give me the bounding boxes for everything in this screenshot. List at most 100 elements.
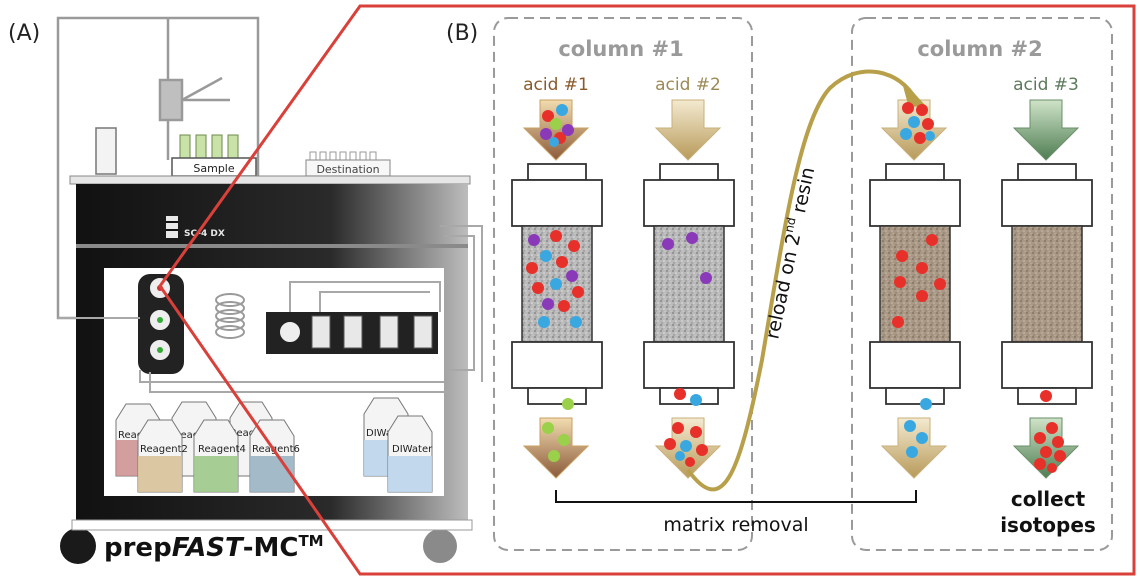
bead-blue — [556, 104, 568, 116]
reload-main: reload on 2 — [761, 231, 805, 341]
bead-red — [1054, 450, 1066, 462]
bead-red — [532, 282, 544, 294]
bead-red — [916, 104, 928, 116]
bead-red — [690, 426, 702, 438]
water-label: DIWater — [366, 428, 407, 439]
reagent-label: Reagent2 — [140, 444, 188, 455]
panel-a: (A) Sample Destination — [8, 16, 483, 564]
waste-tube — [95, 127, 117, 175]
acid-3-label: acid #3 — [1013, 75, 1079, 95]
water-label: DIWater — [392, 444, 433, 455]
inflow-arrow-col4 — [1012, 99, 1080, 161]
inflow-arrow-col3 — [880, 99, 948, 161]
bead-blue — [680, 440, 692, 452]
destination-label: Destination — [316, 163, 379, 176]
bead-blue — [906, 446, 918, 458]
bead-green — [548, 450, 560, 462]
base-bar — [71, 519, 473, 531]
bead-red — [568, 240, 580, 252]
bead-red — [556, 256, 568, 268]
bead-red — [1040, 390, 1052, 402]
bead-red — [916, 262, 928, 274]
acid-1-label: acid #1 — [523, 75, 589, 95]
bead-purple — [700, 272, 712, 284]
beads — [526, 102, 1066, 473]
bead-blue — [925, 131, 935, 141]
zoom-frame — [158, 4, 1136, 576]
bead-blue — [550, 278, 562, 290]
instrument-name-prefix: prep — [104, 533, 172, 563]
bead-purple — [662, 238, 674, 250]
bead-red — [685, 457, 695, 467]
bead-blue — [908, 116, 920, 128]
reagent-bottle-2: Reagent2 — [137, 419, 188, 493]
collect-label-line2: isotopes — [1000, 513, 1096, 537]
bead-blue — [675, 451, 685, 461]
bead-red — [696, 444, 708, 456]
instrument-name-tm: TM — [298, 532, 323, 550]
water-bottle-2: DIWater — [387, 415, 433, 493]
bead-red — [934, 278, 946, 290]
bead-red — [572, 286, 584, 298]
instrument-name-suffix: -MC — [243, 533, 299, 563]
reload-curve — [686, 69, 918, 492]
sample-label: Sample — [193, 162, 234, 175]
reload-arrowhead-icon — [902, 82, 925, 108]
column-2b — [1001, 163, 1093, 405]
valve-stack — [138, 274, 184, 374]
column-2-group — [851, 17, 1113, 551]
resin-bed — [1011, 225, 1083, 343]
bead-red — [1040, 446, 1052, 458]
bead-purple — [542, 298, 554, 310]
bead-red — [664, 438, 676, 450]
destination-rack: Destination — [305, 151, 391, 177]
bead-red — [542, 110, 554, 122]
bead-red — [902, 102, 914, 114]
reagent-bottle-4: Reagent4 — [193, 419, 246, 493]
bead-red — [892, 316, 904, 328]
reagent-label: Reagent4 — [198, 444, 246, 455]
column-1-title: column #1 — [558, 37, 683, 61]
column-1-group — [493, 17, 753, 551]
bead-red — [550, 230, 562, 242]
reagent-bottles: Reagent1 Reagent3 Reagent5 Reagent2 Reag… — [115, 397, 433, 493]
bead-blue — [904, 420, 916, 432]
bead-green — [550, 118, 562, 130]
bead-green — [562, 398, 574, 410]
bead-blue — [570, 316, 582, 328]
bead-blue — [920, 398, 932, 410]
reload-sup: nd — [782, 216, 799, 234]
bead-purple — [540, 128, 552, 140]
matrix-removal-label: matrix removal — [663, 514, 808, 536]
bead-red — [558, 300, 570, 312]
inflow-arrow-col2 — [654, 99, 722, 161]
bead-red — [916, 290, 928, 302]
bead-purple — [566, 270, 578, 282]
instrument-name: prepFAST-MCTM — [104, 532, 324, 563]
reload-end: resin — [787, 165, 819, 221]
collect-label-line1: collect — [1011, 487, 1086, 511]
panel-b: (B) column #1 column #2 acid #1 acid #2 … — [446, 17, 1113, 551]
reagent-bottle-6: Reagent6 — [249, 419, 300, 493]
column-1b — [643, 163, 735, 405]
outflow-arrow-col1 — [522, 417, 590, 479]
bead-blue — [690, 394, 702, 406]
reagent-label: Reagent6 — [252, 444, 300, 455]
column-2a — [869, 163, 961, 405]
bead-red — [914, 132, 926, 144]
bead-red — [926, 234, 938, 246]
bead-red — [894, 276, 906, 288]
acid-2-label: acid #2 — [655, 75, 721, 95]
bead-red — [1046, 422, 1058, 434]
bead-green — [558, 434, 570, 446]
sample-rack: Sample — [171, 134, 257, 177]
bead-red — [526, 262, 538, 274]
bead-red — [674, 388, 686, 400]
bead-purple — [562, 124, 574, 136]
wheel-right — [423, 529, 457, 563]
bead-blue — [540, 250, 552, 262]
panel-a-label: (A) — [8, 21, 40, 46]
bead-blue — [538, 316, 550, 328]
panel-b-label: (B) — [446, 21, 478, 46]
instrument-name-italic: FAST — [172, 533, 245, 563]
